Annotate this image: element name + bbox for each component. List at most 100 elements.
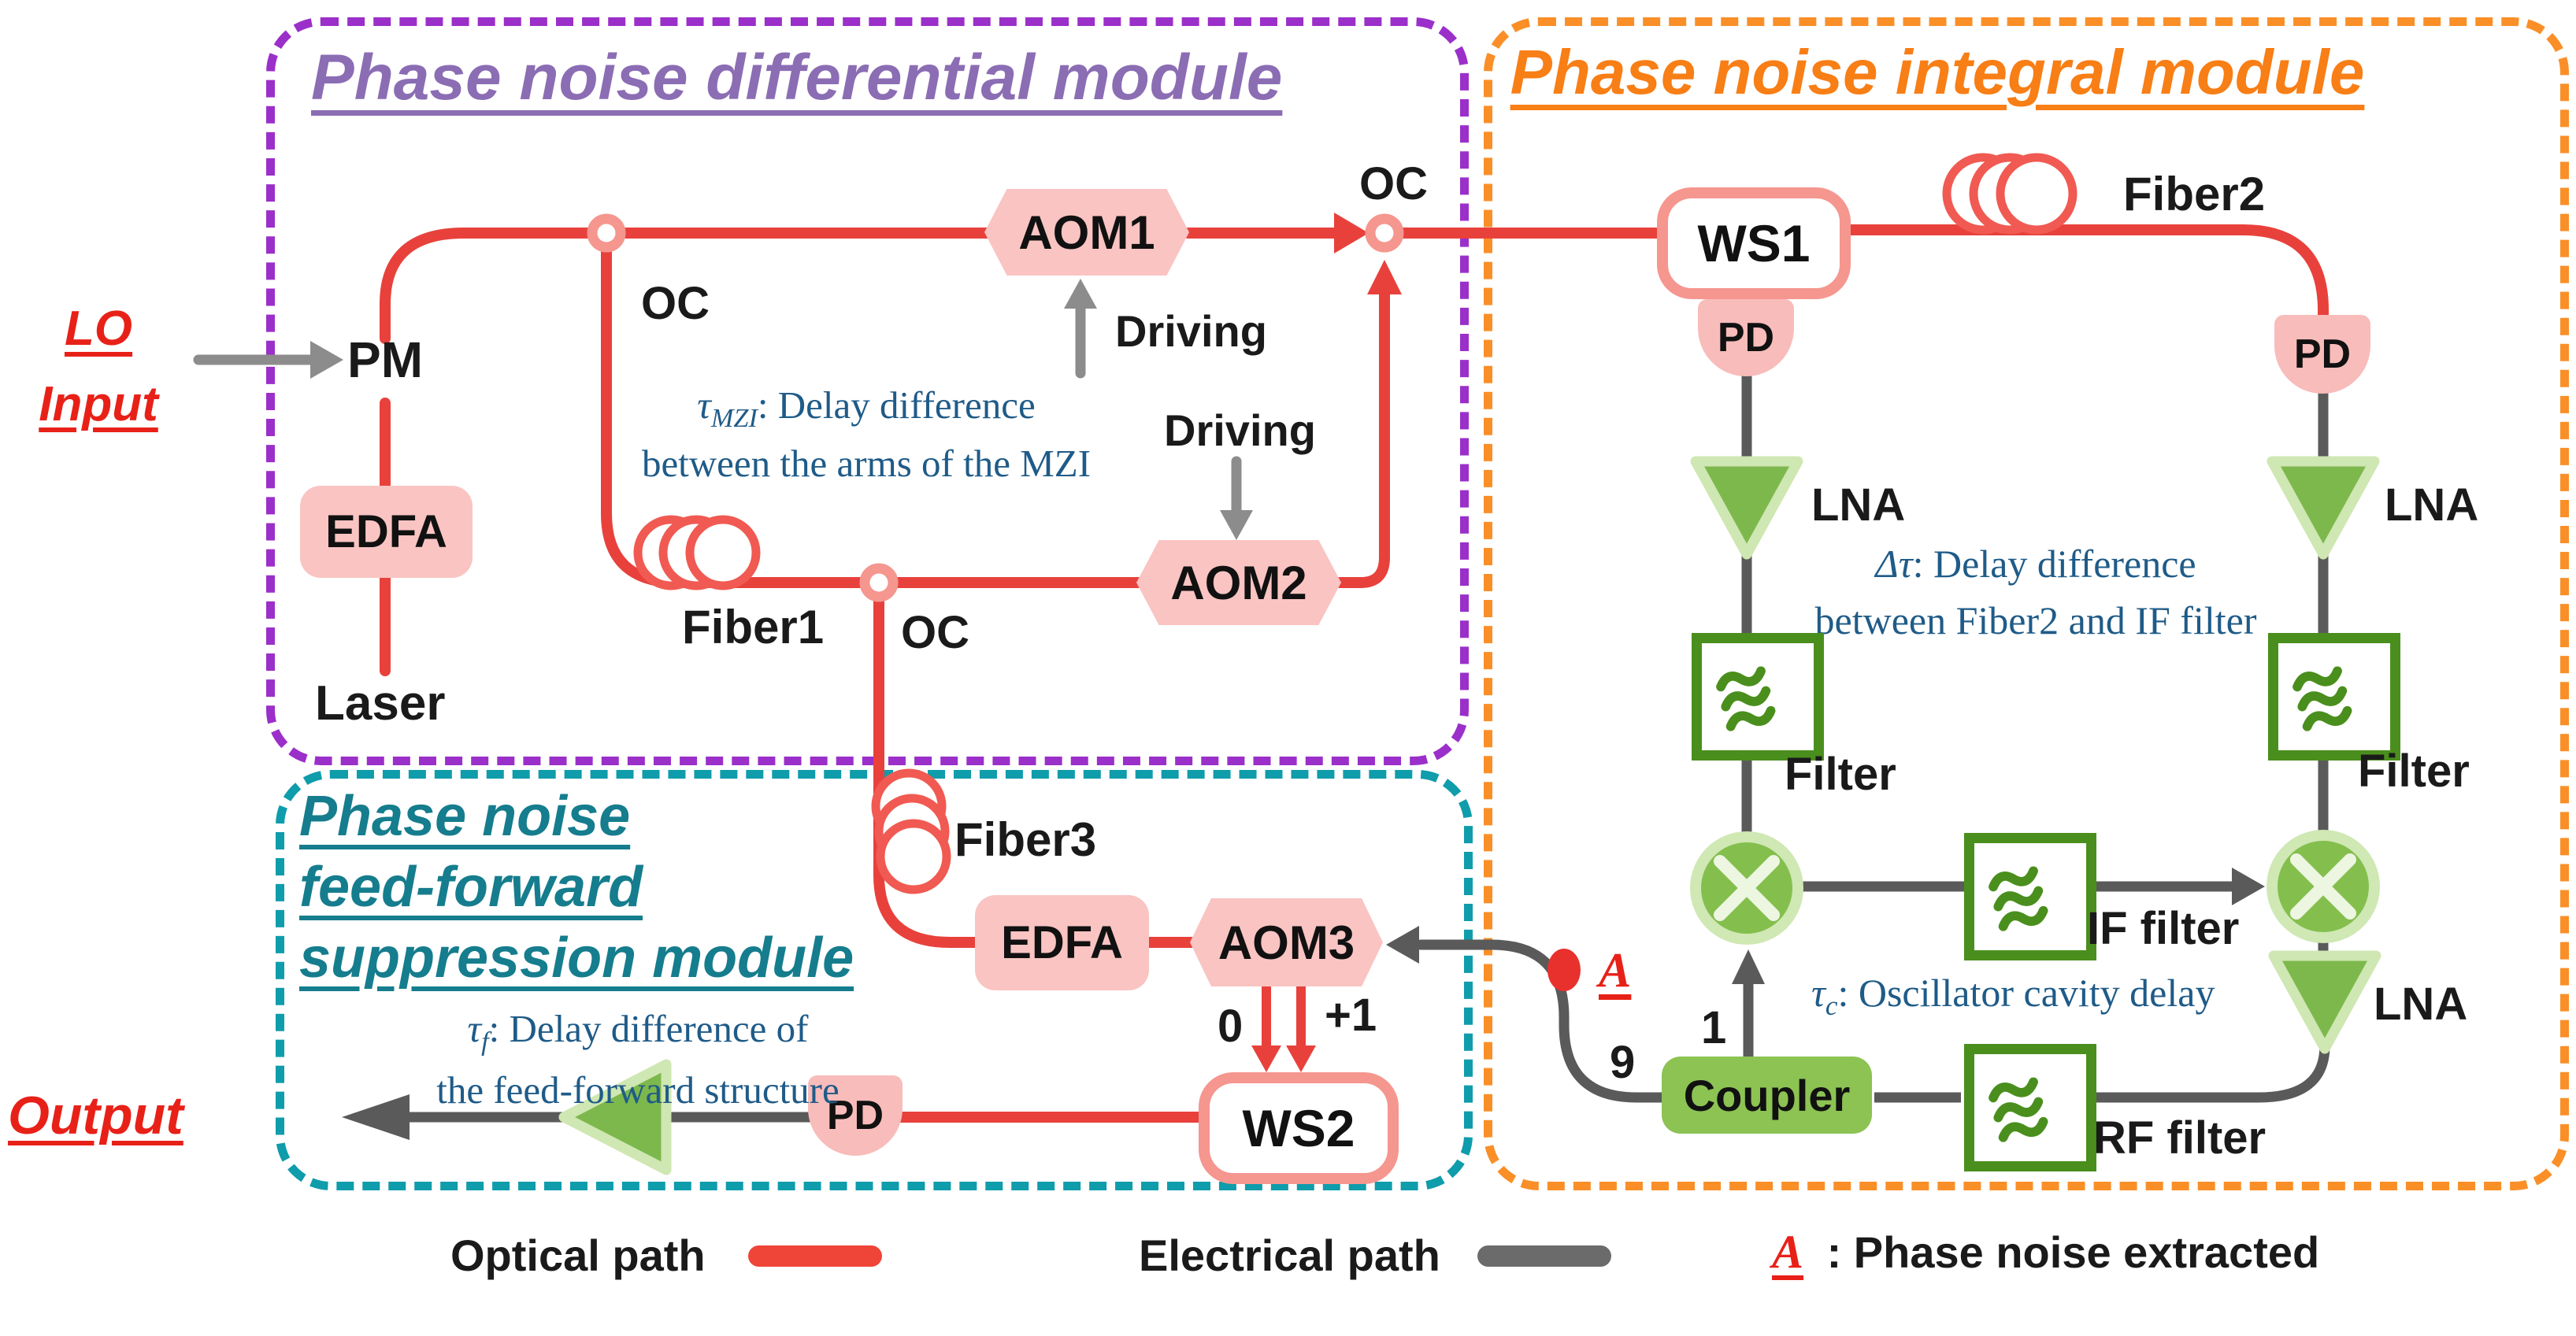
optical-line-oc3-fiber3-edfa [873,596,984,948]
aom1-label: AOM1 [1018,205,1155,259]
lna1-amplifier-icon [1690,456,1803,560]
arrowhead-driving1 [1064,279,1097,309]
lna1-label: LNA [1811,479,1906,531]
fiber1-label: Fiber1 [682,601,825,653]
pd1-box: PD [1698,299,1794,376]
a-point-label: A [1599,944,1632,997]
integral-module-frame [1484,17,2569,1190]
legend-a-text: : Phase noise extracted [1826,1227,2320,1277]
order-zero-label: 0 [1218,1001,1244,1052]
oc2-junction-ring [1365,213,1404,253]
differential-module-frame [266,17,1469,765]
filter2-label: Filter [2358,746,2470,797]
aom1-box: AOM1 [984,189,1189,276]
aom3-box: AOM3 [1190,898,1383,986]
optical-arrowhead-order1 [1286,1045,1316,1072]
delta-tau-line2: between Fiber2 and IF filter [1814,598,2257,642]
feedforward-module-title: Phase noise feed-forward suppression mod… [299,781,854,994]
mixer1-icon [1690,831,1803,945]
output-label: Output [8,1086,183,1145]
coupler-box: Coupler [1662,1057,1872,1134]
filter1-label: Filter [1785,749,1896,800]
legend-optical-label: Optical path [450,1231,706,1280]
oc1-junction-ring [587,213,626,253]
tau-c-annotation: τc: Oscillator cavity delay [1811,970,2268,1022]
lna3-amplifier-icon [2268,950,2381,1054]
filter1-wave-icon [1716,666,1776,731]
fiber3-label: Fiber3 [954,813,1097,866]
delta-tau-line1: Δτ: Delay difference [1875,542,2196,586]
pd3-box: PD [808,1075,903,1156]
legend-a-symbol: A [1772,1226,1804,1278]
electrical-line-coupler-to-aom3 [1415,939,1669,1103]
rf-filter-label: RF filter [2093,1112,2267,1164]
coupler-label: Coupler [1683,1070,1851,1120]
pm-label: PM [347,331,423,388]
aom2-label: AOM2 [1170,556,1307,609]
arrowhead-coupler-to-mixer1 [1732,949,1765,984]
pd2-label: PD [2293,331,2352,377]
arrowhead-lo-input [310,341,343,379]
output-amplifier-icon [558,1059,672,1175]
tau-mzi-line2: between the arms of the MZI [641,441,1092,485]
ws1-box: WS1 [1657,187,1851,299]
oc1-label: OC [641,278,710,329]
legend-electrical-label: Electrical path [1139,1231,1440,1280]
order-plus-one-label: +1 [1325,990,1377,1041]
aom2-box: AOM2 [1136,540,1341,625]
tau-mzi-line1: τMZI: Delay difference [697,383,1036,433]
edfa2-label: EDFA [1001,917,1123,968]
arrowhead-into-aom3 [1386,926,1419,964]
laser-label: Laser [315,676,446,731]
tau-f-annotation: τf: Delay difference of the feed-forward… [402,1005,874,1115]
a-point-dot [1547,949,1581,991]
if-filter-box [1964,833,2096,960]
lna3-label: LNA [2374,979,2468,1030]
optical-line-pm-oc1 [380,228,595,344]
lna2-amplifier-icon [2267,456,2380,560]
electrical-line-lna3-rffilter [2070,1040,2330,1103]
feedforward-title-line1: Phase noise [299,785,631,848]
arrowhead-output [342,1094,410,1140]
edfa2-box: EDFA [975,895,1149,990]
fiber2-label: Fiber2 [2123,168,2266,220]
oc3-junction-ring [859,563,899,602]
if-filter-wave-icon [1989,866,2048,931]
edfa1-label: EDFA [325,506,447,557]
if-filter-label: IF filter [2087,903,2240,954]
pd1-label: PD [1717,315,1775,361]
feedforward-title-line3: suppression module [299,927,854,990]
tau-mzi-annotation: τMZI: Delay difference between the arms … [622,383,1110,487]
coupler-port1-label: 1 [1701,1002,1727,1053]
pd3-label: PD [826,1093,884,1138]
coupler-port9-label: 9 [1610,1037,1636,1088]
filter2-wave-icon [2292,666,2352,731]
fiber2-coil-icon [1942,153,2077,235]
oc3-label: OC [901,607,969,658]
differential-module-title: Phase noise differential module [311,42,1283,113]
rf-filter-box [1964,1044,2096,1171]
arrowhead-into-mixer2 [2232,868,2265,905]
fiber3-coil-icon [871,768,951,894]
tau-f-line2: the feed-forward structure [436,1068,840,1112]
aom3-label: AOM3 [1218,916,1355,969]
driving2-label: Driving [1164,405,1316,455]
legend-a-item: A : Phase noise extracted [1772,1225,2319,1279]
delta-tau-annotation: Δτ: Delay difference between Fiber2 and … [1788,535,2284,649]
pd2-box: PD [2274,315,2370,394]
ws1-label: WS1 [1697,214,1811,272]
filter1-box [1692,633,1824,761]
fiber1-coil-icon [633,515,761,590]
optical-arrowhead-into-oc2 [1334,213,1369,254]
lo-label-line1: LO [64,302,133,356]
legend-electrical-swatch [1477,1245,1611,1267]
optical-arrowhead-order0 [1251,1045,1281,1072]
optical-line-ws1-fiber2-pd [1822,224,2329,322]
legend-optical-swatch [748,1245,882,1267]
arrowhead-driving2 [1220,510,1253,540]
tau-c-line1: τc: Oscillator cavity delay [1811,971,2215,1021]
rf-filter-wave-icon [1989,1077,2048,1142]
lna2-label: LNA [2385,479,2479,531]
